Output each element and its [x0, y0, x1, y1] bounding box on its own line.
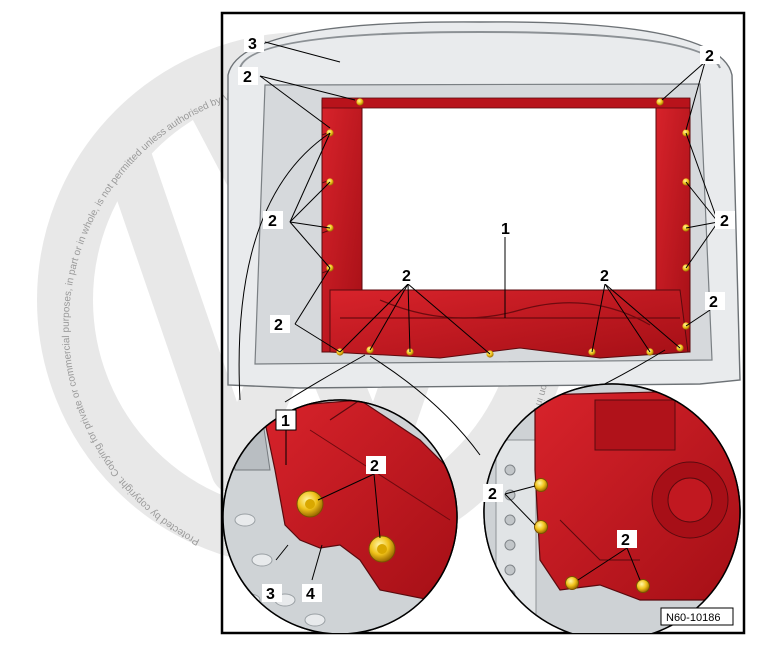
callout-2-bottom-left: 2	[402, 268, 411, 285]
callout-2-left-rail: 2	[268, 213, 277, 230]
callout-3-top: 3	[248, 36, 257, 53]
callout-2-detail-right-a: 2	[488, 486, 497, 503]
svg-text:N60-10186: N60-10186	[666, 612, 720, 624]
callout-1-frame: 1	[501, 221, 510, 238]
callout-2-right-rail: 2	[720, 213, 729, 230]
leader-lines-main	[259, 41, 719, 355]
callout-2-left-corner: 2	[274, 317, 283, 334]
callout-2-top-left: 2	[243, 69, 252, 86]
callout-2-detail-left: 2	[370, 458, 379, 475]
leader-lines-detail	[275, 430, 641, 581]
figure-id-label: N60-10186	[660, 607, 734, 626]
callout-2-right-corner: 2	[709, 294, 718, 311]
callout-2-bottom-right: 2	[600, 268, 609, 285]
callout-2-detail-right-b: 2	[621, 532, 630, 549]
sunroof-frame-part-1	[321, 97, 691, 359]
callout-3-detail: 3	[266, 586, 275, 603]
detail-view-left	[222, 399, 458, 633]
callout-1-detail: 1	[281, 413, 290, 430]
callout-4-detail: 4	[306, 586, 315, 603]
callout-2-top-right: 2	[705, 48, 714, 65]
callout-labels: 3 2 2 2 2 1 2 2 2 2 1 2 3 4 2 2	[238, 34, 735, 603]
figure-border	[220, 11, 746, 635]
detail-view-right	[483, 383, 741, 633]
